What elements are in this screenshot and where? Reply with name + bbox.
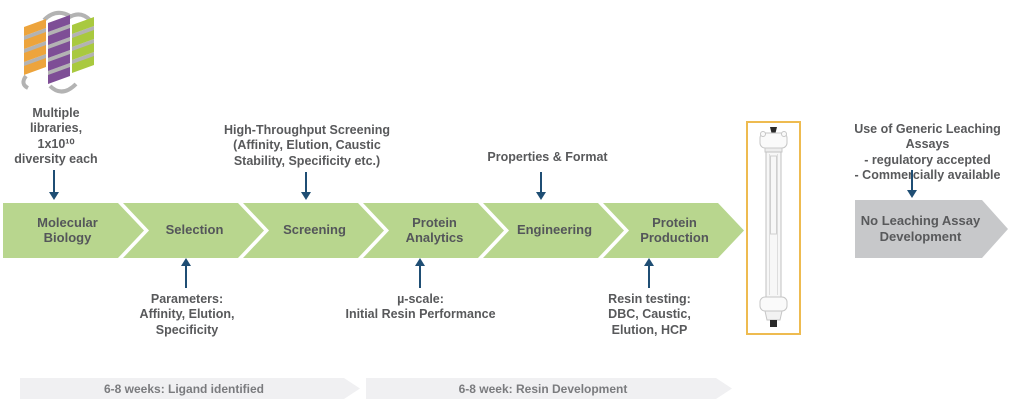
flow-stage-label: Selection (165, 222, 224, 238)
up-arrow-parameters (181, 258, 191, 288)
parameters-annotation: Parameters: Affinity, Elution, Specifici… (139, 292, 235, 337)
u-scale-annotation: µ-scale: Initial Resin Performance (345, 292, 496, 322)
flow-stage-protein-analytics: Protein Analytics (363, 203, 504, 258)
high-throughput-annotation: High-Throughput Screening (Affinity, Elu… (224, 123, 390, 168)
down-arrow-properties (536, 172, 546, 200)
up-arrow-resin-testing (644, 258, 654, 288)
timeline-bar-ligand: 6-8 weeks: Ligand identified (20, 378, 360, 399)
timeline-bar-resin: 6-8 week: Resin Development (366, 378, 732, 399)
chromatography-column-icon (759, 127, 788, 327)
up-arrow-u-scale (415, 258, 425, 288)
down-arrow-high-throughput (301, 172, 311, 200)
flow-stage-label: Protein Analytics (405, 214, 464, 245)
leaching-note: Use of Generic Leaching Assays - regulat… (854, 122, 1001, 182)
flow-stage-selection: Selection (123, 203, 264, 258)
flow-stage-engineering: Engineering (483, 203, 624, 258)
process-flow: Molecular Biology Selection Screening Pr… (3, 203, 745, 258)
protein-ribbon-icon (16, 6, 98, 98)
flow-stage-label: Molecular Biology (37, 214, 98, 245)
resin-testing-annotation: Resin testing: DBC, Caustic, Elution, HC… (608, 292, 691, 337)
down-arrow-leaching (907, 170, 917, 198)
no-leaching-assay-label: No Leaching Assay Development (860, 213, 981, 244)
flow-stage-screening: Screening (243, 203, 384, 258)
properties-annotation: Properties & Format (487, 150, 608, 164)
flow-stage-label: Engineering (516, 222, 593, 238)
library-annotation: Multiple libraries, 1x10¹⁰ diversity eac… (14, 106, 98, 166)
flow-stage-molecular-biology: Molecular Biology (3, 203, 144, 258)
timeline-bar-label: 6-8 weeks: Ligand identified (103, 381, 265, 396)
timeline-bar-label: 6-8 week: Resin Development (458, 381, 628, 396)
no-leaching-assay-arrow: No Leaching Assay Development (855, 200, 1008, 258)
flow-stage-protein-production: Protein Production (603, 203, 744, 258)
flow-stage-label: Screening (283, 222, 346, 238)
column-highlight-box (746, 121, 801, 335)
protein-ribbon-svg (21, 10, 94, 94)
down-arrow-libraries (49, 170, 59, 200)
flow-stage-label: Protein Production (640, 214, 709, 245)
